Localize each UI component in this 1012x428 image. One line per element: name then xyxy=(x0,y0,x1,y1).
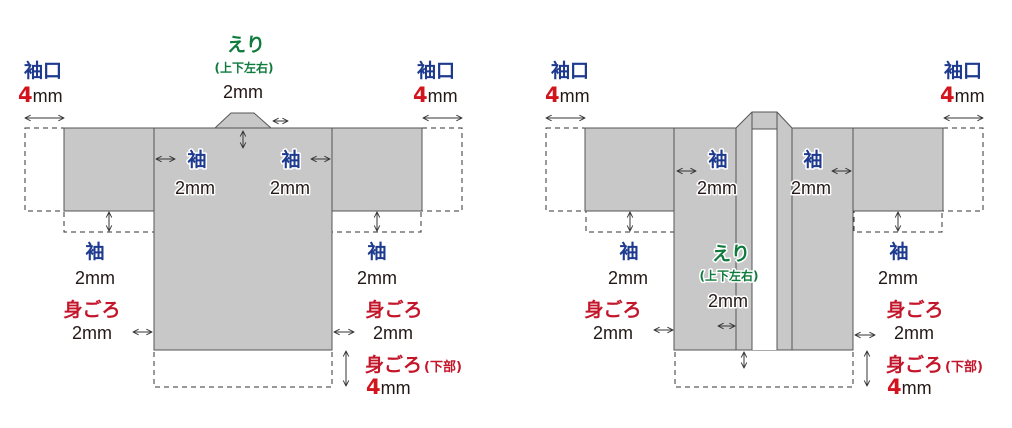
cuff-left-value: 4mm xyxy=(545,83,590,107)
body-bottom-label: 身ごろ(下部) xyxy=(365,353,462,376)
sleeve-bottom-left-label: 袖 xyxy=(85,240,104,263)
sleeve-inner-left-value: 2mm xyxy=(175,178,215,198)
body-bottom-bleed xyxy=(674,349,854,388)
sleeve-inner-right-value: 2mm xyxy=(270,178,310,198)
sleeve-inner-left-label: 袖 xyxy=(708,148,727,171)
body xyxy=(153,127,333,351)
body-left-value: 2mm xyxy=(72,323,112,343)
sleeve-inner-left-label: 袖 xyxy=(187,148,206,171)
right-cuff-bleed xyxy=(942,127,984,212)
cuff-left-value: 4mm xyxy=(18,83,63,107)
left-sleeve xyxy=(584,127,675,212)
sleeve-bottom-left-value: 2mm xyxy=(75,268,115,288)
right-sleeve xyxy=(331,127,423,212)
collar-sub: (上下左右) xyxy=(215,60,274,75)
sleeve-inner-right-value: 2mm xyxy=(791,178,831,198)
body-right-value: 2mm xyxy=(894,323,934,343)
body-left-value: 2mm xyxy=(593,323,633,343)
sleeve-inner-right-label: 袖 xyxy=(281,148,300,171)
right-cuff-bleed xyxy=(421,127,463,212)
sleeve-bottom-right-value: 2mm xyxy=(357,268,397,288)
right-sleeve-bottom-bleed xyxy=(853,210,943,233)
collar xyxy=(213,112,273,129)
body-bottom-label: 身ごろ(下部) xyxy=(886,353,983,376)
body-right-value: 2mm xyxy=(373,323,413,343)
cuff-right-label: 袖口 xyxy=(417,59,455,82)
cuff-right-value: 4mm xyxy=(413,83,458,107)
collar-sub: (上下左右) xyxy=(700,268,759,283)
sleeve-inner-left-value: 2mm xyxy=(697,178,737,198)
sleeve-bottom-right-label: 袖 xyxy=(889,240,908,263)
cuff-right-label: 袖口 xyxy=(944,59,982,82)
body-right-label: 身ごろ xyxy=(886,298,943,321)
right-sleeve xyxy=(852,127,944,212)
left-sleeve xyxy=(63,127,155,212)
collar-label: えり xyxy=(227,34,265,56)
right-garment-diagram: 袖口 4mm 袖口 4mm 袖 2mm 袖 2mm えり (上下左右) 2mm … xyxy=(545,59,985,399)
sleeve-inner-right-label: 袖 xyxy=(803,148,822,171)
collar-label: えり xyxy=(712,243,750,265)
collar-value: 2mm xyxy=(223,82,263,102)
left-sleeve-bottom-bleed xyxy=(585,210,675,233)
sleeve-bottom-right-value: 2mm xyxy=(878,268,918,288)
sleeve-bottom-right-label: 袖 xyxy=(367,240,386,263)
front-opening xyxy=(752,129,777,350)
cuff-left-label: 袖口 xyxy=(551,59,589,82)
cuff-right-value: 4mm xyxy=(940,83,985,107)
left-cuff-bleed xyxy=(545,127,586,212)
left-cuff-bleed xyxy=(24,127,65,212)
sleeve-bottom-left-label: 袖 xyxy=(619,240,638,263)
body-left-label: 身ごろ xyxy=(63,298,120,321)
collar-value: 2mm xyxy=(708,291,748,311)
body-right-label: 身ごろ xyxy=(365,298,422,321)
body-bottom-bleed xyxy=(153,349,333,388)
cuff-left-label: 袖口 xyxy=(24,59,62,82)
body-left-label: 身ごろ xyxy=(584,298,641,321)
left-garment-diagram: 袖口 4mm 袖口 4mm えり (上下左右) 2mm 袖 2mm 袖 2mm … xyxy=(18,34,462,399)
sleeve-bottom-left-value: 2mm xyxy=(608,268,648,288)
body-bottom-value: 4mm xyxy=(887,375,932,399)
body-bottom-value: 4mm xyxy=(366,375,411,399)
